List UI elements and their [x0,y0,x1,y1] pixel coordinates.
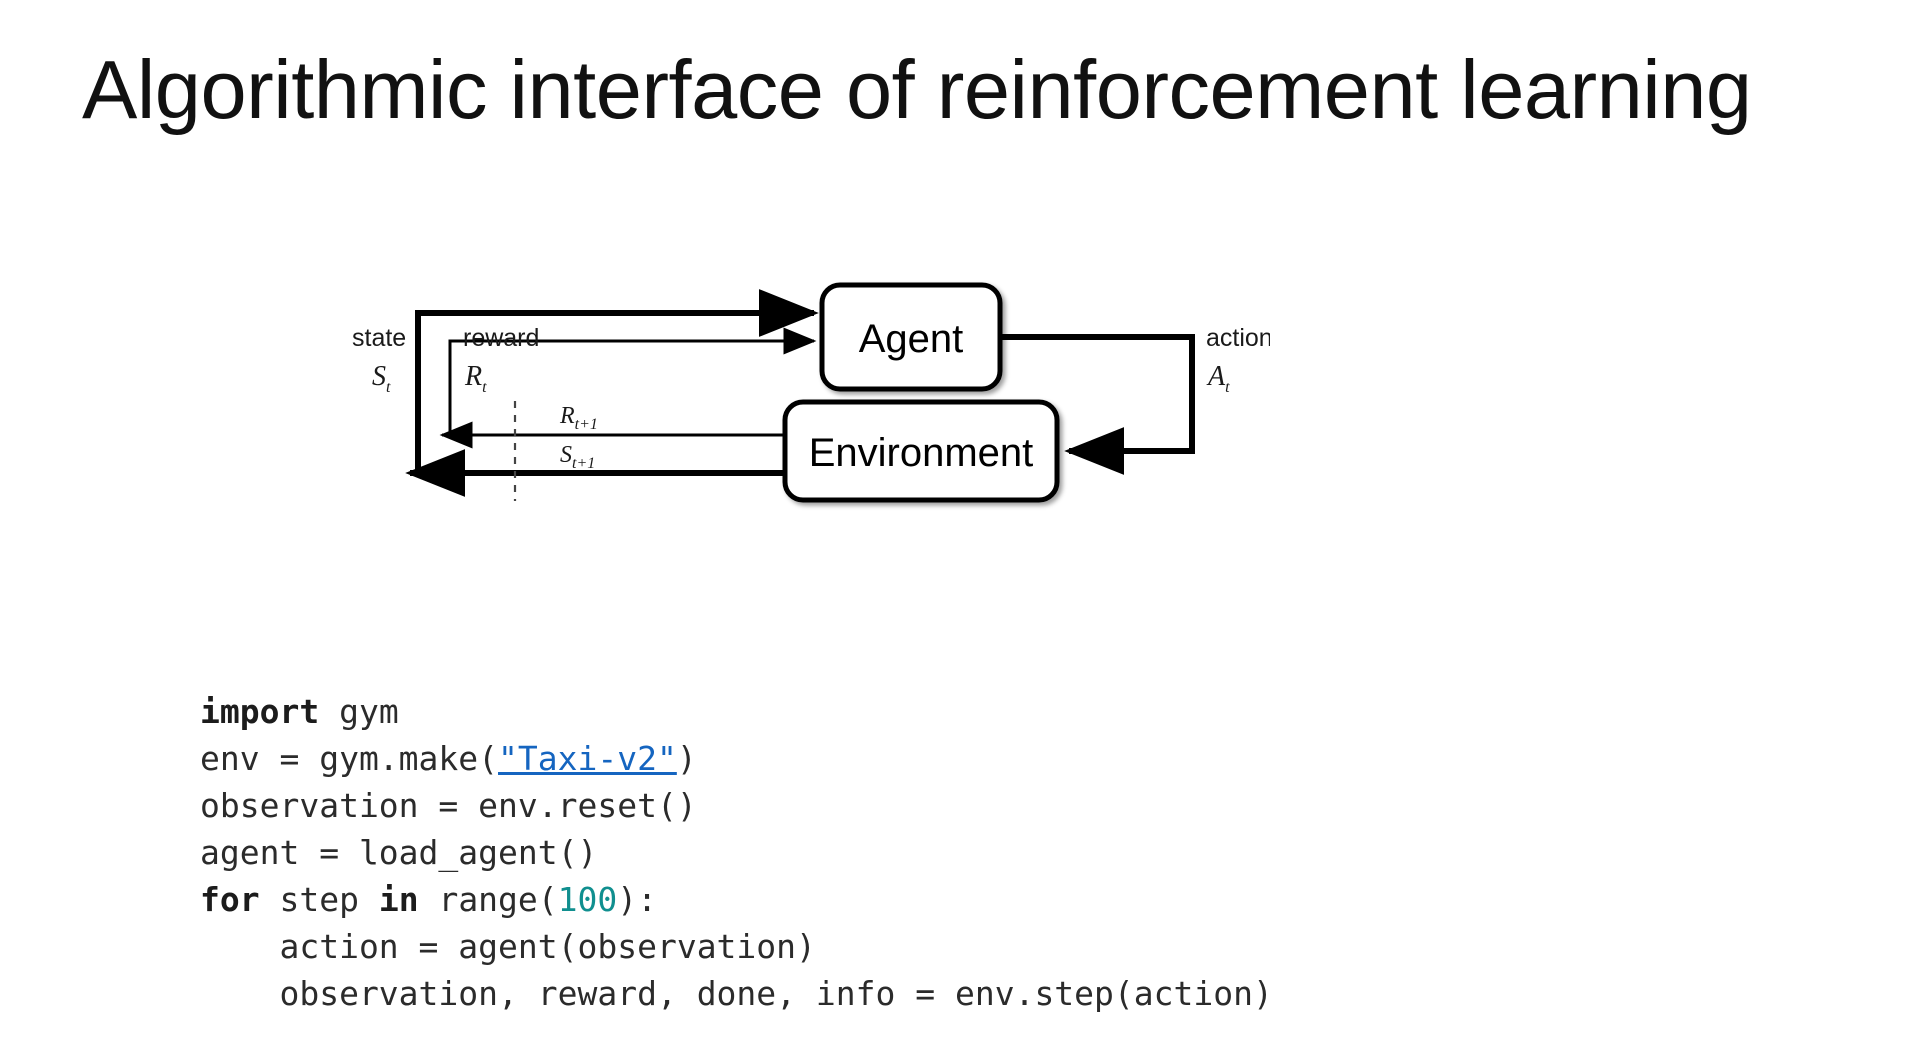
code-text: observation, reward, done, info = env.st… [200,974,1273,1013]
state-next-symbol-sub: t+1 [572,455,595,472]
code-line: action = agent(observation) [200,923,1273,970]
code-text: env = gym.make( [200,739,499,778]
action-symbol-sub: t [1225,379,1230,396]
action-label-text: action [1206,324,1270,352]
action-symbol: At [1206,361,1230,396]
reward-next-symbol-sub: t+1 [575,416,598,433]
environment-box-label: Environment [809,431,1034,475]
code-number: 100 [557,880,618,919]
code-text: agent = load_agent() [200,833,598,872]
code-text: ) [676,739,697,778]
code-text: action = agent(observation) [200,927,816,966]
code-keyword: for [200,880,260,919]
state-symbol-base: S [372,361,386,392]
code-line: for step in range(100): [200,876,1273,923]
code-line: observation, reward, done, info = env.st… [200,970,1273,1017]
reward-label-text: reward [463,324,539,352]
code-text: range( [418,880,558,919]
state-label-text: state [352,324,406,352]
reward-symbol-sub: t [482,379,487,396]
environment-box [782,399,1060,503]
reward-next-symbol: Rt+1 [559,403,598,433]
code-line: env = gym.make("Taxi-v2") [200,735,1273,782]
state-symbol: St [372,361,391,396]
code-line: agent = load_agent() [200,829,1273,876]
reward-symbol-base: R [464,361,482,392]
code-line: observation = env.reset() [200,782,1273,829]
rl-loop-diagram: Agent Environment state St [330,205,1270,525]
rl-loop-svg: Agent Environment state St [352,282,1270,503]
node-environment: Environment [782,399,1060,503]
agent-box-label: Agent [859,317,964,361]
state-next-symbol-base: S [560,442,572,468]
code-text: observation = env.reset() [200,786,697,825]
state-symbol-sub: t [386,379,391,396]
code-text: ): [617,880,658,919]
edge-state-path [415,289,819,473]
edge-label-reward: reward Rt [463,324,539,396]
code-text: gym [319,692,399,731]
edge-reward-path [448,327,817,435]
state-next-symbol: St+1 [560,442,595,472]
edge-label-state: state St [352,324,406,396]
code-text: step [259,880,379,919]
reward-next-symbol-base: R [559,403,575,429]
page-title: Algorithmic interface of reinforcement l… [82,43,1752,136]
edge-label-action: action At [1206,324,1270,396]
code-link-taxi-v2[interactable]: "Taxi-v2" [498,739,677,778]
code-keyword: import [200,692,320,731]
edge-action-path [1000,334,1195,475]
reward-symbol: Rt [464,361,487,396]
node-agent: Agent [819,282,1003,392]
code-line: import gym [200,688,1273,735]
action-symbol-base: A [1206,361,1226,392]
code-keyword: in [378,880,419,919]
